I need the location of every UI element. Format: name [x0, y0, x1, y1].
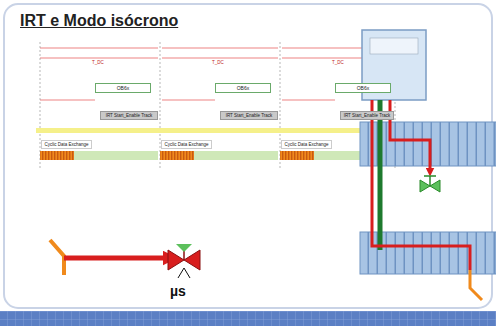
irt-stripe	[40, 151, 74, 160]
period-label: T_DC	[332, 60, 344, 65]
valve-symbol	[420, 176, 440, 192]
phase-box: Cyclic Data Exchange	[161, 140, 212, 149]
sync-band	[36, 128, 396, 133]
phase-box: Cyclic Data Exchange	[281, 140, 332, 149]
node-text: IRT Start_Enable Track	[226, 113, 273, 118]
ob-box: OB6x	[215, 83, 271, 93]
irt-stripe	[160, 151, 194, 160]
ob-box: OB6x	[335, 83, 391, 93]
track-bar: IRT Start_Enable Track	[100, 111, 158, 120]
signal-path	[372, 100, 470, 270]
data-bar	[40, 151, 158, 160]
irt-stripe	[280, 151, 314, 160]
period-markers	[40, 42, 395, 170]
phase-box: Cyclic Data Exchange	[41, 140, 92, 149]
node-text: IRT Start_Enable Track	[344, 113, 391, 118]
node-text: Cyclic Data Exchange	[44, 142, 88, 147]
data-bar	[160, 151, 278, 160]
sensor	[50, 240, 64, 275]
sensor	[470, 270, 482, 300]
node-text: OB6x	[357, 85, 370, 91]
footer-band	[0, 311, 496, 326]
track-bar: IRT Start_Enable Track	[340, 111, 394, 120]
node-text: Cyclic Data Exchange	[284, 142, 328, 147]
node-text: OB6x	[237, 85, 250, 91]
plc-display	[370, 38, 418, 54]
ob-box: OB6x	[95, 83, 151, 93]
valve-symbol	[168, 244, 200, 278]
node-text: OB6x	[117, 85, 130, 91]
node-text: IRT Start_Enable Track	[106, 113, 153, 118]
signal-path	[64, 256, 170, 261]
slide-title: IRT e Modo isócrono	[20, 12, 178, 30]
period-label: T_DC	[212, 60, 224, 65]
period-label: T_DC	[92, 60, 104, 65]
time-unit: µs	[170, 283, 186, 299]
dimension-lines	[40, 48, 395, 100]
node-text: Cyclic Data Exchange	[164, 142, 208, 147]
profinet-bus	[378, 100, 383, 250]
track-bar: IRT Start_Enable Track	[220, 111, 278, 120]
signal-path	[390, 100, 430, 172]
